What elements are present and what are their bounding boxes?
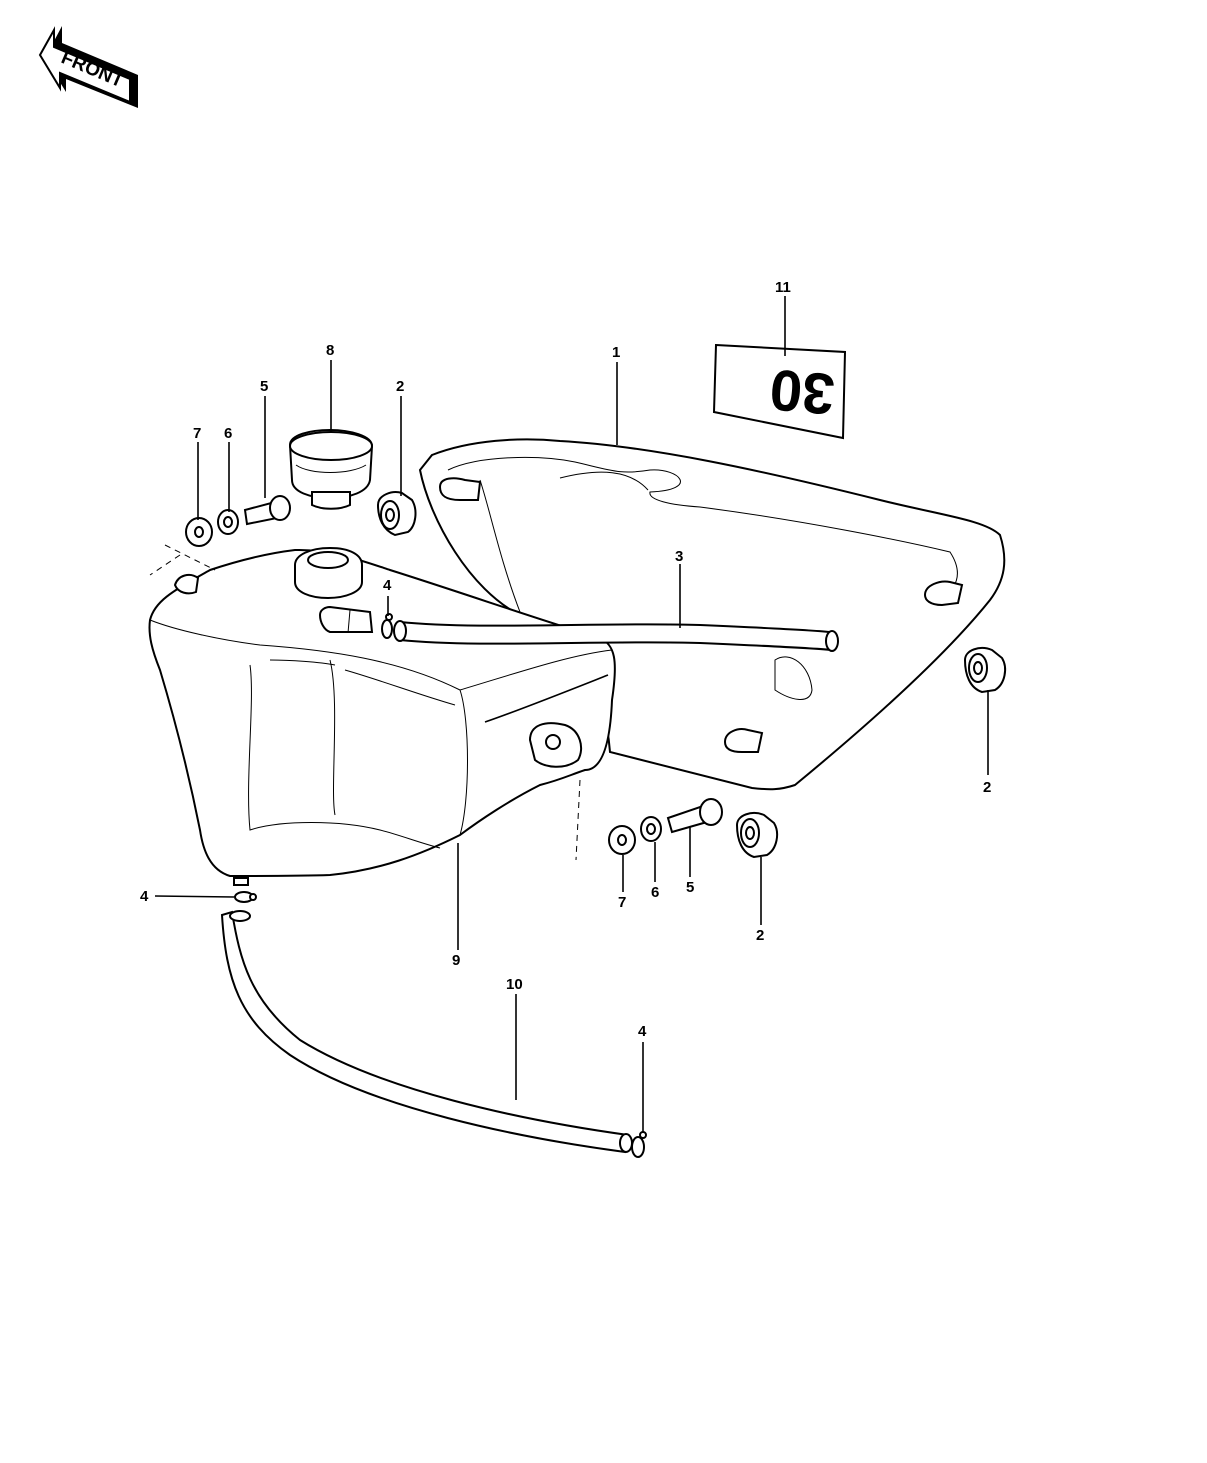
clamp-top [381, 613, 393, 639]
callout-11: 11 [775, 279, 791, 296]
callout-5-upper: 5 [260, 378, 268, 395]
callout-4-top: 4 [383, 577, 392, 594]
grommet-upper [376, 491, 417, 537]
clamp-tank-bottom [234, 891, 257, 903]
grommet-lower [735, 812, 779, 859]
washer-upper [185, 517, 213, 547]
callout-7-lower: 7 [618, 894, 626, 911]
callout-5-lower: 5 [686, 879, 694, 896]
front-arrow: FRONT [38, 26, 138, 108]
callout-6-lower: 6 [651, 884, 659, 901]
callout-10: 10 [506, 976, 523, 993]
decal-number: 30 [767, 356, 837, 426]
callout-2-right: 2 [983, 779, 991, 796]
washer-lower [608, 825, 636, 855]
callout-4-right: 4 [638, 1023, 647, 1040]
callout-labels: 1 11 8 2 5 6 7 4 3 2 7 6 5 2 9 4 10 4 [140, 279, 991, 1040]
callout-6-upper: 6 [224, 425, 232, 442]
callout-9: 9 [452, 952, 460, 969]
drain-hose [220, 910, 633, 1154]
grommet-right [963, 647, 1007, 694]
lock-washer-upper [217, 509, 239, 535]
callout-4-left: 4 [140, 888, 149, 905]
callout-7-upper: 7 [193, 425, 201, 442]
bolt-lower [666, 798, 723, 834]
callout-2-lower: 2 [756, 927, 764, 944]
decal: 30 [712, 343, 847, 440]
assembly-lines [149, 544, 581, 861]
lock-washer-lower [640, 816, 662, 842]
callout-2-upper: 2 [396, 378, 404, 395]
filler-cap [288, 428, 374, 510]
bolt-upper [243, 495, 291, 526]
vent-hose [393, 620, 839, 652]
callout-1: 1 [612, 344, 620, 361]
clamp-hose-end [631, 1131, 647, 1158]
callout-3: 3 [675, 548, 683, 565]
leader-lines [154, 296, 989, 1132]
callout-8: 8 [326, 342, 334, 359]
